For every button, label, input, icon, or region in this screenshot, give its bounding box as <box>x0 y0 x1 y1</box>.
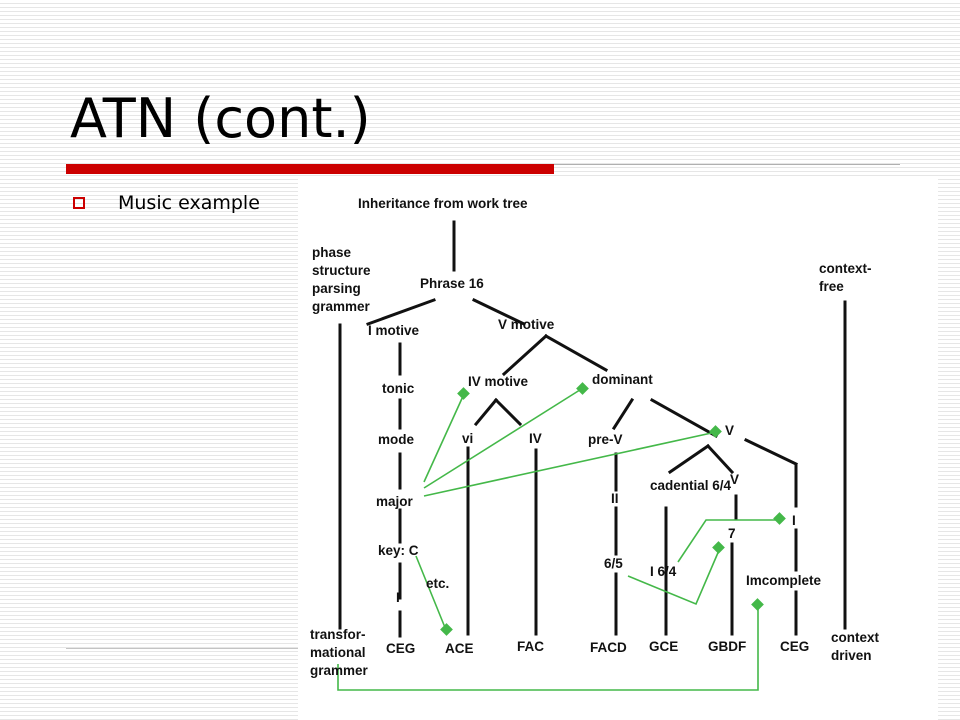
node-cadential: cadential 6/4 <box>650 478 732 493</box>
endpoint-diamond-icon <box>773 512 786 525</box>
node-v-lower: V <box>730 472 740 487</box>
node-seven: 7 <box>728 526 736 541</box>
atn-music-diagram: Inheritance from work tree phase structu… <box>298 178 938 720</box>
node-tonic: tonic <box>382 381 415 396</box>
endpoint-diamond-icon <box>440 623 453 636</box>
node-v-motive: V motive <box>498 317 555 332</box>
node-i-motive: I motive <box>368 323 420 338</box>
node-i-right: I <box>792 513 796 528</box>
link-endpoints <box>440 382 786 636</box>
endpoint-diamond-icon <box>709 425 722 438</box>
leaf-fac: FAC <box>517 639 544 654</box>
inheritance-links <box>337 387 780 691</box>
label-context-driven: context driven <box>831 630 880 663</box>
node-mode: mode <box>378 432 415 447</box>
slide-title: ATN (cont.) <box>70 87 371 150</box>
tree-edges <box>338 220 847 638</box>
node-phrase-16: Phrase 16 <box>420 276 484 291</box>
node-major: major <box>376 494 413 509</box>
leaf-ace: ACE <box>445 641 474 656</box>
diagram-lines <box>337 220 847 691</box>
node-ii: II <box>611 491 619 506</box>
label-transformational: transfor- mational grammer <box>310 627 368 678</box>
label-context-free: context- free <box>819 261 872 294</box>
leaf-facd: FACD <box>590 640 627 655</box>
endpoint-diamond-icon <box>457 387 470 400</box>
node-pre-v: pre-V <box>588 432 623 447</box>
bullet-text: Music example <box>118 192 260 214</box>
node-iv-motive: IV motive <box>468 374 529 389</box>
leaf-ceg-left: CEG <box>386 641 416 656</box>
title-underline-gray <box>554 164 900 165</box>
node-small-i: I <box>396 590 400 605</box>
bullet-box-icon <box>73 197 85 209</box>
endpoint-diamond-icon <box>712 541 725 554</box>
leaf-ceg-right: CEG <box>780 639 810 654</box>
title-underline-red <box>66 164 554 174</box>
node-i-six-four: I 6/4 <box>650 564 677 579</box>
node-incomplete: Imcomplete <box>746 573 822 588</box>
leaf-gbdf: GBDF <box>708 639 747 654</box>
node-etc: etc. <box>426 576 450 591</box>
endpoint-diamond-icon <box>576 382 589 395</box>
node-vi: vi <box>462 431 474 446</box>
label-phase-structure: phase structure parsing grammer <box>312 245 371 314</box>
endpoint-diamond-icon <box>751 598 764 611</box>
node-root: Inheritance from work tree <box>358 196 528 211</box>
node-dominant: dominant <box>592 372 653 387</box>
node-iv: IV <box>529 431 542 446</box>
node-v-upper: V <box>725 423 735 438</box>
leaf-gce: GCE <box>649 639 679 654</box>
node-key-c: key: C <box>378 543 419 558</box>
node-six-five: 6/5 <box>604 556 623 571</box>
